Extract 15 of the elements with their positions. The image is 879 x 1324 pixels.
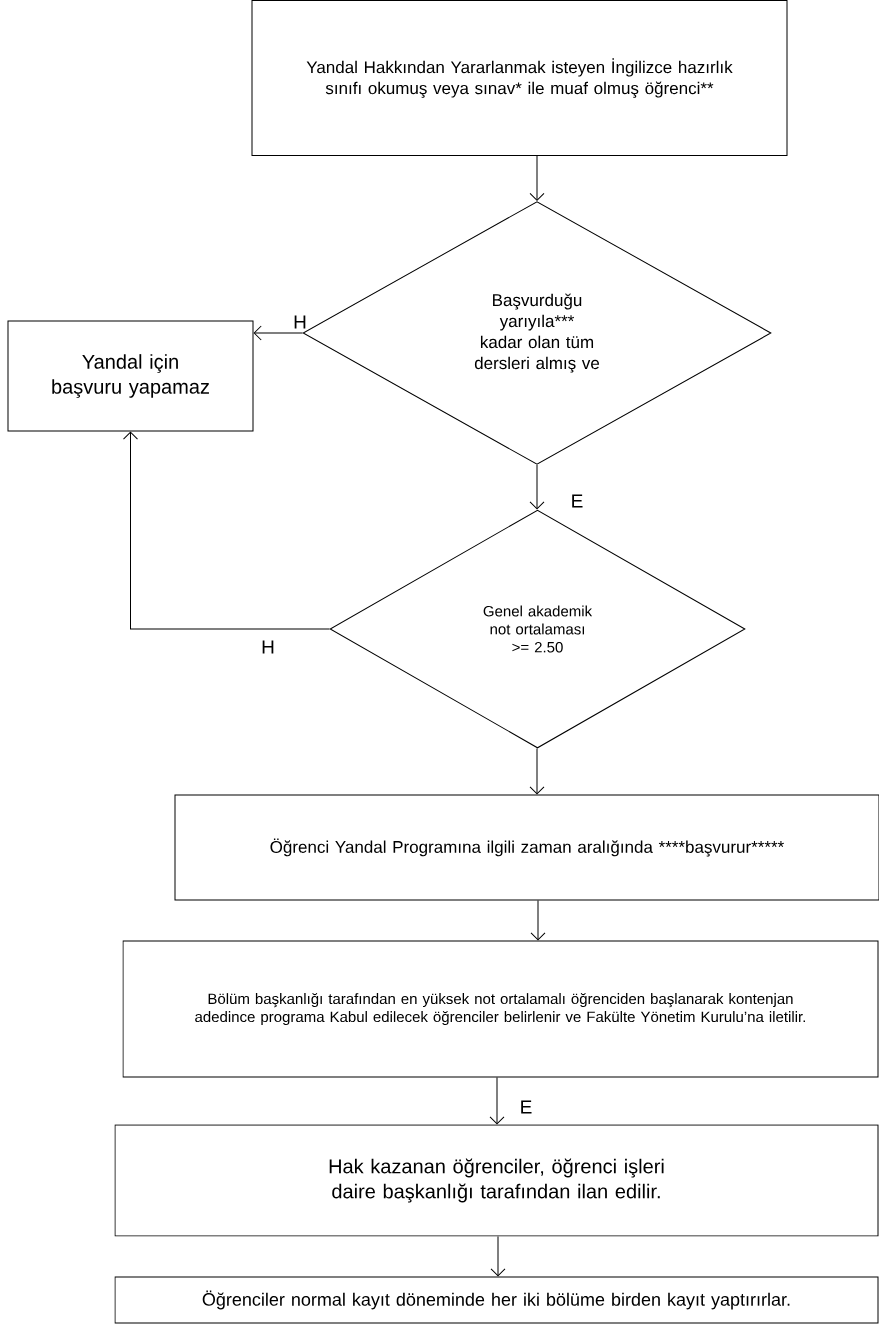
process-box: Öğrenci Yandal Programına ilgili zaman aralığında ****başvurur***** — [174, 794, 879, 901]
process-box: Bölüm başkanlığı tarafından en yüksek not ortalamalı öğrenciden başlanarak kontenjan adedince programa Kabul edilecek öğrenciler belirlenir ve Fakülte Yönetim Kurulu’na iletilir. — [122, 940, 879, 1078]
arrow — [529, 155, 545, 201]
process-box: Hak kazanan öğrenciler, öğrenci işleri daire başkanlığı tarafından ilan edilir. — [114, 1124, 879, 1237]
arrow — [253, 325, 303, 341]
arrow — [123, 431, 330, 630]
arrow — [529, 748, 545, 795]
edge-label: H — [260, 639, 276, 655]
process-box: Yandal Hakkından Yararlanmak isteyen İngilizce hazırlık sınıfı okumuş veya sınav* ile muaf olmuş öğrenci** — [251, 0, 788, 156]
process-box: Yandal için başvuru yapamaz — [7, 320, 254, 432]
arrow — [529, 464, 545, 510]
process-box: Öğrenciler normal kayıt döneminde her iki bölüme birden kayıt yaptırırlar. — [114, 1276, 879, 1324]
arrow — [530, 900, 546, 941]
arrow — [490, 1236, 506, 1277]
arrow — [489, 1077, 505, 1125]
